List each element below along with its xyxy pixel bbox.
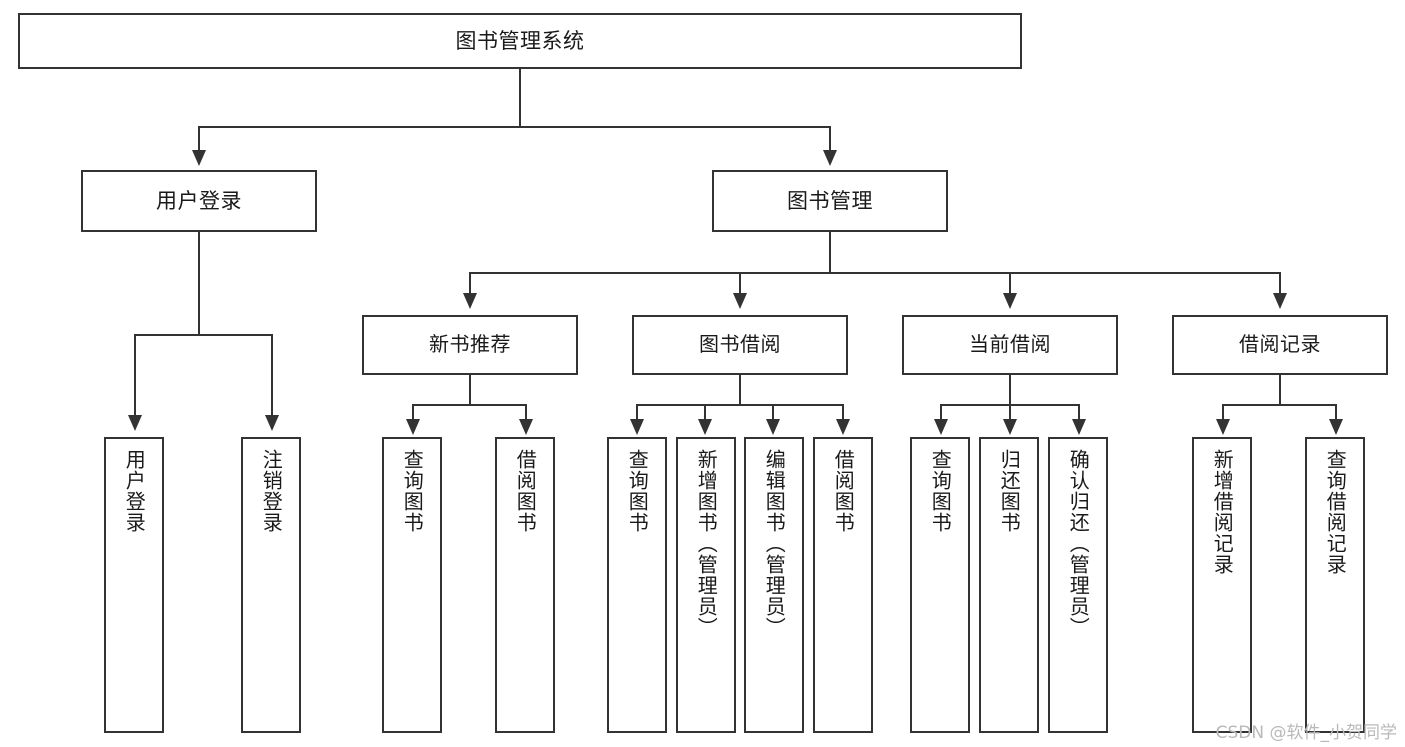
connector-borrow-stem [739,375,741,406]
node-label: 归还图书 [997,449,1022,533]
leaf-recommend-borrow-book[interactable]: 借阅图书 [495,437,555,733]
connector-bookmgmt-drop-1 [469,272,471,296]
connector-user-login-bus [134,334,273,336]
leaf-logout[interactable]: 注销登录 [241,437,301,733]
arrow-to-leaf-confirm-return [1072,419,1086,435]
node-label: 图书管理 [787,188,873,213]
connector-record-drop-1 [1222,404,1224,422]
arrow-to-book-mgmt [823,150,837,166]
connector-user-login-drop-1 [134,334,136,420]
leaf-recommend-query-book[interactable]: 查询图书 [382,437,442,733]
leaf-return-book[interactable]: 归还图书 [979,437,1039,733]
leaf-add-record[interactable]: 新增借阅记录 [1192,437,1252,733]
connector-current-drop-3 [1078,404,1080,422]
arrow-to-leaf-add-book [698,419,712,435]
node-label: 新书推荐 [429,332,511,357]
node-label: 用户登录 [122,449,147,533]
node-label: 查询借阅记录 [1323,449,1348,575]
connector-book-mgmt-stem [829,232,831,274]
arrow-to-leaf-user-login [128,415,142,431]
leaf-borrow-query-book[interactable]: 查询图书 [607,437,667,733]
leaf-query-record[interactable]: 查询借阅记录 [1305,437,1365,733]
node-book-management[interactable]: 图书管理 [712,170,948,232]
connector-record-drop-2 [1335,404,1337,422]
node-label: 新增借阅记录 [1210,449,1235,575]
node-label: 确认归还（管理员） [1066,449,1091,638]
arrow-to-leaf-recommend-query-book [406,419,420,435]
arrow-to-user-login [192,150,206,166]
node-label: 查询图书 [928,449,953,533]
arrow-to-book-borrow [733,293,747,309]
node-label: 新增图书（管理员） [694,449,719,638]
arrow-to-leaf-add-record [1216,419,1230,435]
arrow-to-leaf-logout [265,415,279,431]
leaf-borrow-book[interactable]: 借阅图书 [813,437,873,733]
leaf-add-book[interactable]: 新增图书（管理员） [676,437,736,733]
arrow-to-leaf-edit-book [766,419,780,435]
connector-current-stem [1009,375,1011,406]
node-label: 查询图书 [625,449,650,533]
arrow-to-leaf-borrow-query-book [630,419,644,435]
arrow-to-leaf-return-book [1003,419,1017,435]
connector-user-login-stem [198,232,200,336]
arrow-to-new-book-recommend [463,293,477,309]
arrow-to-current-borrow [1003,293,1017,309]
connector-recommend-drop-2 [525,404,527,422]
connector-recommend-drop-1 [412,404,414,422]
node-label: 编辑图书（管理员） [762,449,787,638]
node-label: 图书管理系统 [455,28,585,53]
connector-root-stem [519,69,521,127]
node-label: 注销登录 [259,449,284,533]
node-label: 用户登录 [156,188,242,213]
node-label: 查询图书 [400,449,425,533]
arrow-to-leaf-recommend-borrow-book [519,419,533,435]
node-user-login[interactable]: 用户登录 [81,170,317,232]
watermark: CSDN @软件_小贺同学 [1215,723,1397,743]
node-book-borrow[interactable]: 图书借阅 [632,315,848,375]
node-label: 借阅图书 [831,449,856,533]
connector-root-to-user-login [198,126,200,152]
node-new-book-recommend[interactable]: 新书推荐 [362,315,578,375]
connector-borrow-drop-2 [704,404,706,422]
node-label: 借阅图书 [513,449,538,533]
connector-current-drop-2 [1009,404,1011,422]
leaf-edit-book[interactable]: 编辑图书（管理员） [744,437,804,733]
connector-bookmgmt-drop-4 [1279,272,1281,296]
node-label: 借阅记录 [1239,332,1321,357]
node-label: 当前借阅 [969,332,1051,357]
connector-borrow-drop-3 [772,404,774,422]
arrow-to-leaf-query-record [1329,419,1343,435]
connector-root-bus [198,126,831,128]
connector-bookmgmt-drop-3 [1009,272,1011,296]
node-current-borrow[interactable]: 当前借阅 [902,315,1118,375]
leaf-confirm-return[interactable]: 确认归还（管理员） [1048,437,1108,733]
connector-recommend-bus [412,404,527,406]
connector-current-drop-1 [940,404,942,422]
connector-record-stem [1279,375,1281,406]
connector-borrow-drop-4 [842,404,844,422]
connector-recommend-stem [469,375,471,406]
leaf-user-login[interactable]: 用户登录 [104,437,164,733]
node-root-system[interactable]: 图书管理系统 [18,13,1022,69]
connector-user-login-drop-2 [271,334,273,420]
connector-record-bus [1222,404,1337,406]
arrow-to-borrow-record [1273,293,1287,309]
arrow-to-leaf-current-query-book [934,419,948,435]
connector-borrow-bus [636,404,844,406]
connector-root-to-book-mgmt [829,126,831,152]
arrow-to-leaf-borrow-book [836,419,850,435]
connector-bookmgmt-drop-2 [739,272,741,296]
node-label: 图书借阅 [699,332,781,357]
node-borrow-record[interactable]: 借阅记录 [1172,315,1388,375]
connector-book-mgmt-bus [469,272,1281,274]
connector-borrow-drop-1 [636,404,638,422]
leaf-current-query-book[interactable]: 查询图书 [910,437,970,733]
